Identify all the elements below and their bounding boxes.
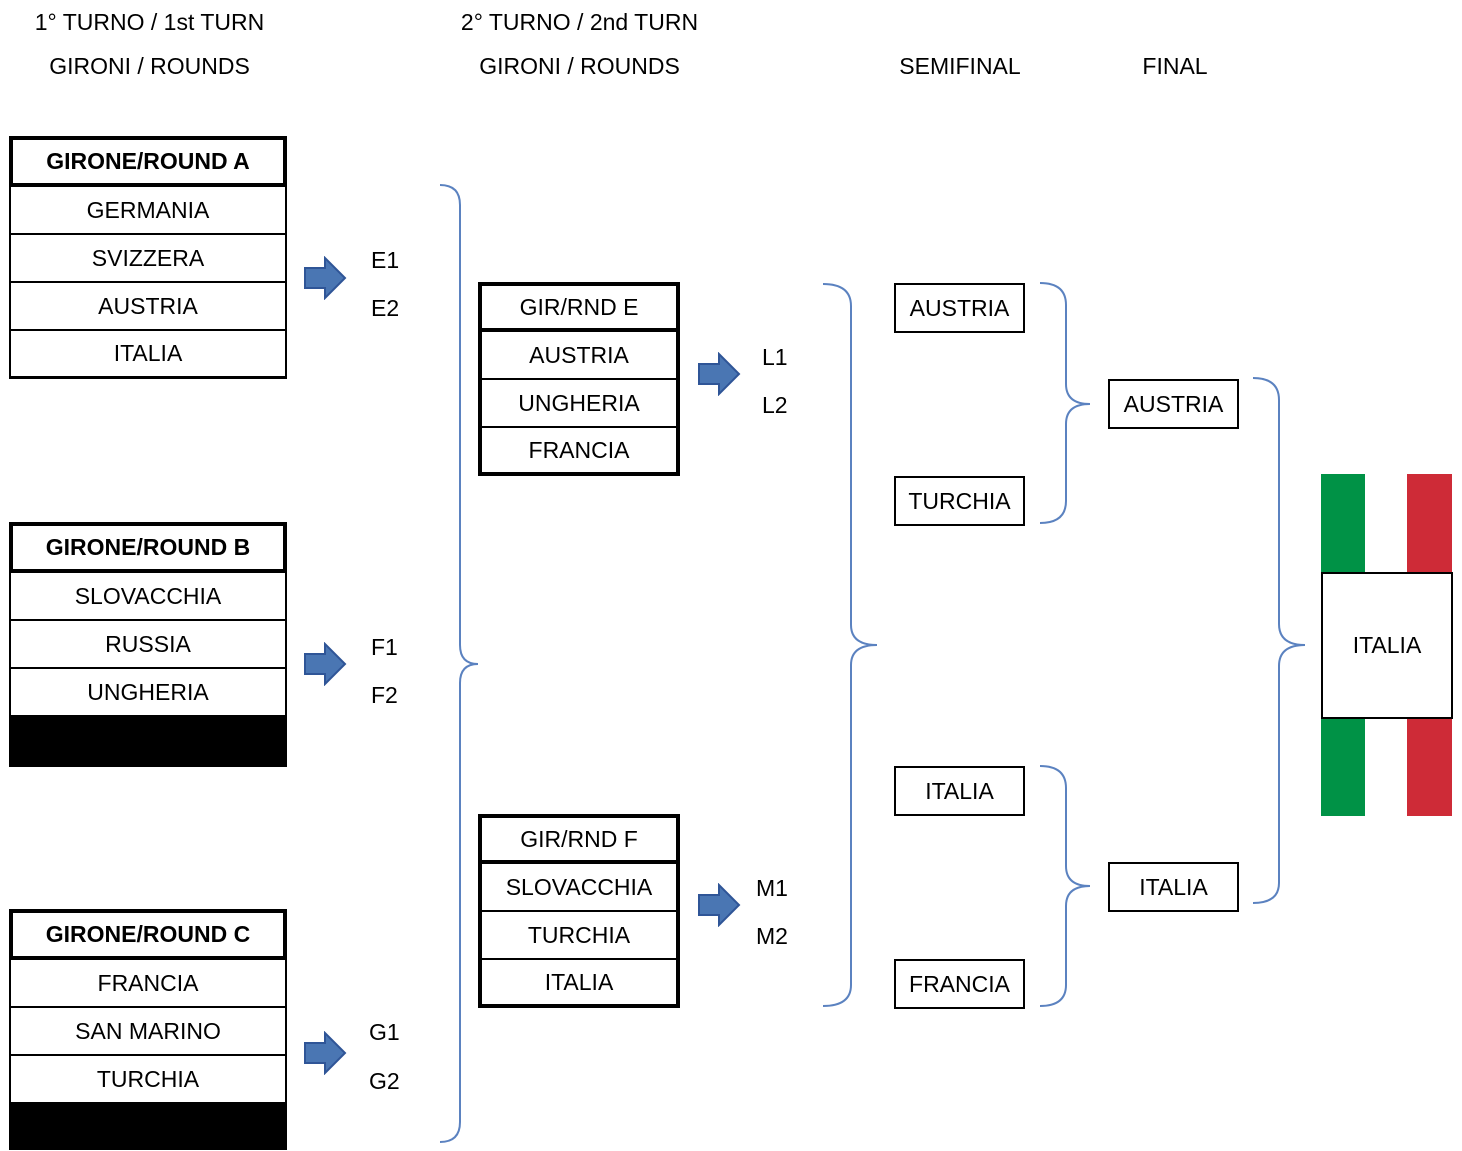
finalist-team-box: ITALIA xyxy=(1108,862,1239,912)
group-b-empty-slot xyxy=(9,717,287,767)
group-a-team: GERMANIA xyxy=(9,187,287,235)
group-a-team: ITALIA xyxy=(9,331,287,379)
brace-final xyxy=(1252,377,1306,904)
champion-box: ITALIA xyxy=(1321,572,1453,719)
qualifier-label: E1 xyxy=(371,247,400,273)
group-a-table: GIRONE/ROUND A GERMANIA SVIZZERA AUSTRIA… xyxy=(9,136,287,379)
group-e-team: AUSTRIA xyxy=(478,332,680,380)
turn2-header-line1: 2° TURNO / 2nd TURN xyxy=(460,9,699,35)
group-b-title: GIRONE/ROUND B xyxy=(9,522,287,573)
group-f-table: GIR/RND F SLOVACCHIA TURCHIA ITALIA xyxy=(478,814,680,1008)
semifinal-team-box: AUSTRIA xyxy=(894,283,1025,333)
qualifier-label: L1 xyxy=(762,344,788,370)
semifinal-team-box: ITALIA xyxy=(894,766,1025,816)
qualifier-label: G2 xyxy=(369,1068,400,1094)
final-header: FINAL xyxy=(1142,53,1208,79)
group-f-team: ITALIA xyxy=(478,960,680,1008)
brace-semifinal-top xyxy=(1039,282,1091,524)
group-a-team: AUSTRIA xyxy=(9,283,287,331)
group-e-team: UNGHERIA xyxy=(478,380,680,428)
qualifier-label: F1 xyxy=(371,634,398,660)
group-f-title: GIR/RND F xyxy=(478,814,680,864)
qualifier-label: F2 xyxy=(371,682,398,708)
group-b-team: SLOVACCHIA xyxy=(9,573,287,621)
group-e-table: GIR/RND E AUSTRIA UNGHERIA FRANCIA xyxy=(478,282,680,476)
brace-round1 xyxy=(439,184,479,1143)
semifinal-team-box: FRANCIA xyxy=(894,959,1025,1009)
group-c-table: GIRONE/ROUND C FRANCIA SAN MARINO TURCHI… xyxy=(9,909,287,1150)
group-c-team: FRANCIA xyxy=(9,960,287,1008)
arrow-right-icon xyxy=(698,883,741,927)
qualifier-label: E2 xyxy=(371,295,400,321)
arrow-right-icon xyxy=(304,1031,347,1075)
group-c-title: GIRONE/ROUND C xyxy=(9,909,287,960)
group-f-team: SLOVACCHIA xyxy=(478,864,680,912)
qualifier-label: G1 xyxy=(369,1019,400,1045)
semifinal-team-box: TURCHIA xyxy=(894,476,1025,526)
qualifier-label: M1 xyxy=(756,875,788,901)
qualifier-label: M2 xyxy=(756,923,788,949)
semifinal-header: SEMIFINAL xyxy=(899,53,1021,79)
group-c-empty-slot xyxy=(9,1104,287,1150)
finalist-team-box: AUSTRIA xyxy=(1108,379,1239,429)
qualifier-label: L2 xyxy=(762,392,788,418)
arrow-right-icon xyxy=(304,642,347,686)
group-f-team: TURCHIA xyxy=(478,912,680,960)
brace-semifinal-bottom xyxy=(1039,765,1091,1007)
turn1-header-line1: 1° TURNO / 1st TURN xyxy=(34,9,265,35)
group-b-team: UNGHERIA xyxy=(9,669,287,717)
arrow-right-icon xyxy=(304,256,347,300)
brace-round2 xyxy=(822,283,878,1007)
arrow-right-icon xyxy=(698,352,741,396)
group-e-title: GIR/RND E xyxy=(478,282,680,332)
group-a-team: SVIZZERA xyxy=(9,235,287,283)
turn2-header-line2: GIRONI / ROUNDS xyxy=(479,53,680,79)
turn1-header-line2: GIRONI / ROUNDS xyxy=(49,53,250,79)
group-b-team: RUSSIA xyxy=(9,621,287,669)
group-b-table: GIRONE/ROUND B SLOVACCHIA RUSSIA UNGHERI… xyxy=(9,522,287,767)
group-e-team: FRANCIA xyxy=(478,428,680,476)
group-c-team: TURCHIA xyxy=(9,1056,287,1104)
group-a-title: GIRONE/ROUND A xyxy=(9,136,287,187)
group-c-team: SAN MARINO xyxy=(9,1008,287,1056)
